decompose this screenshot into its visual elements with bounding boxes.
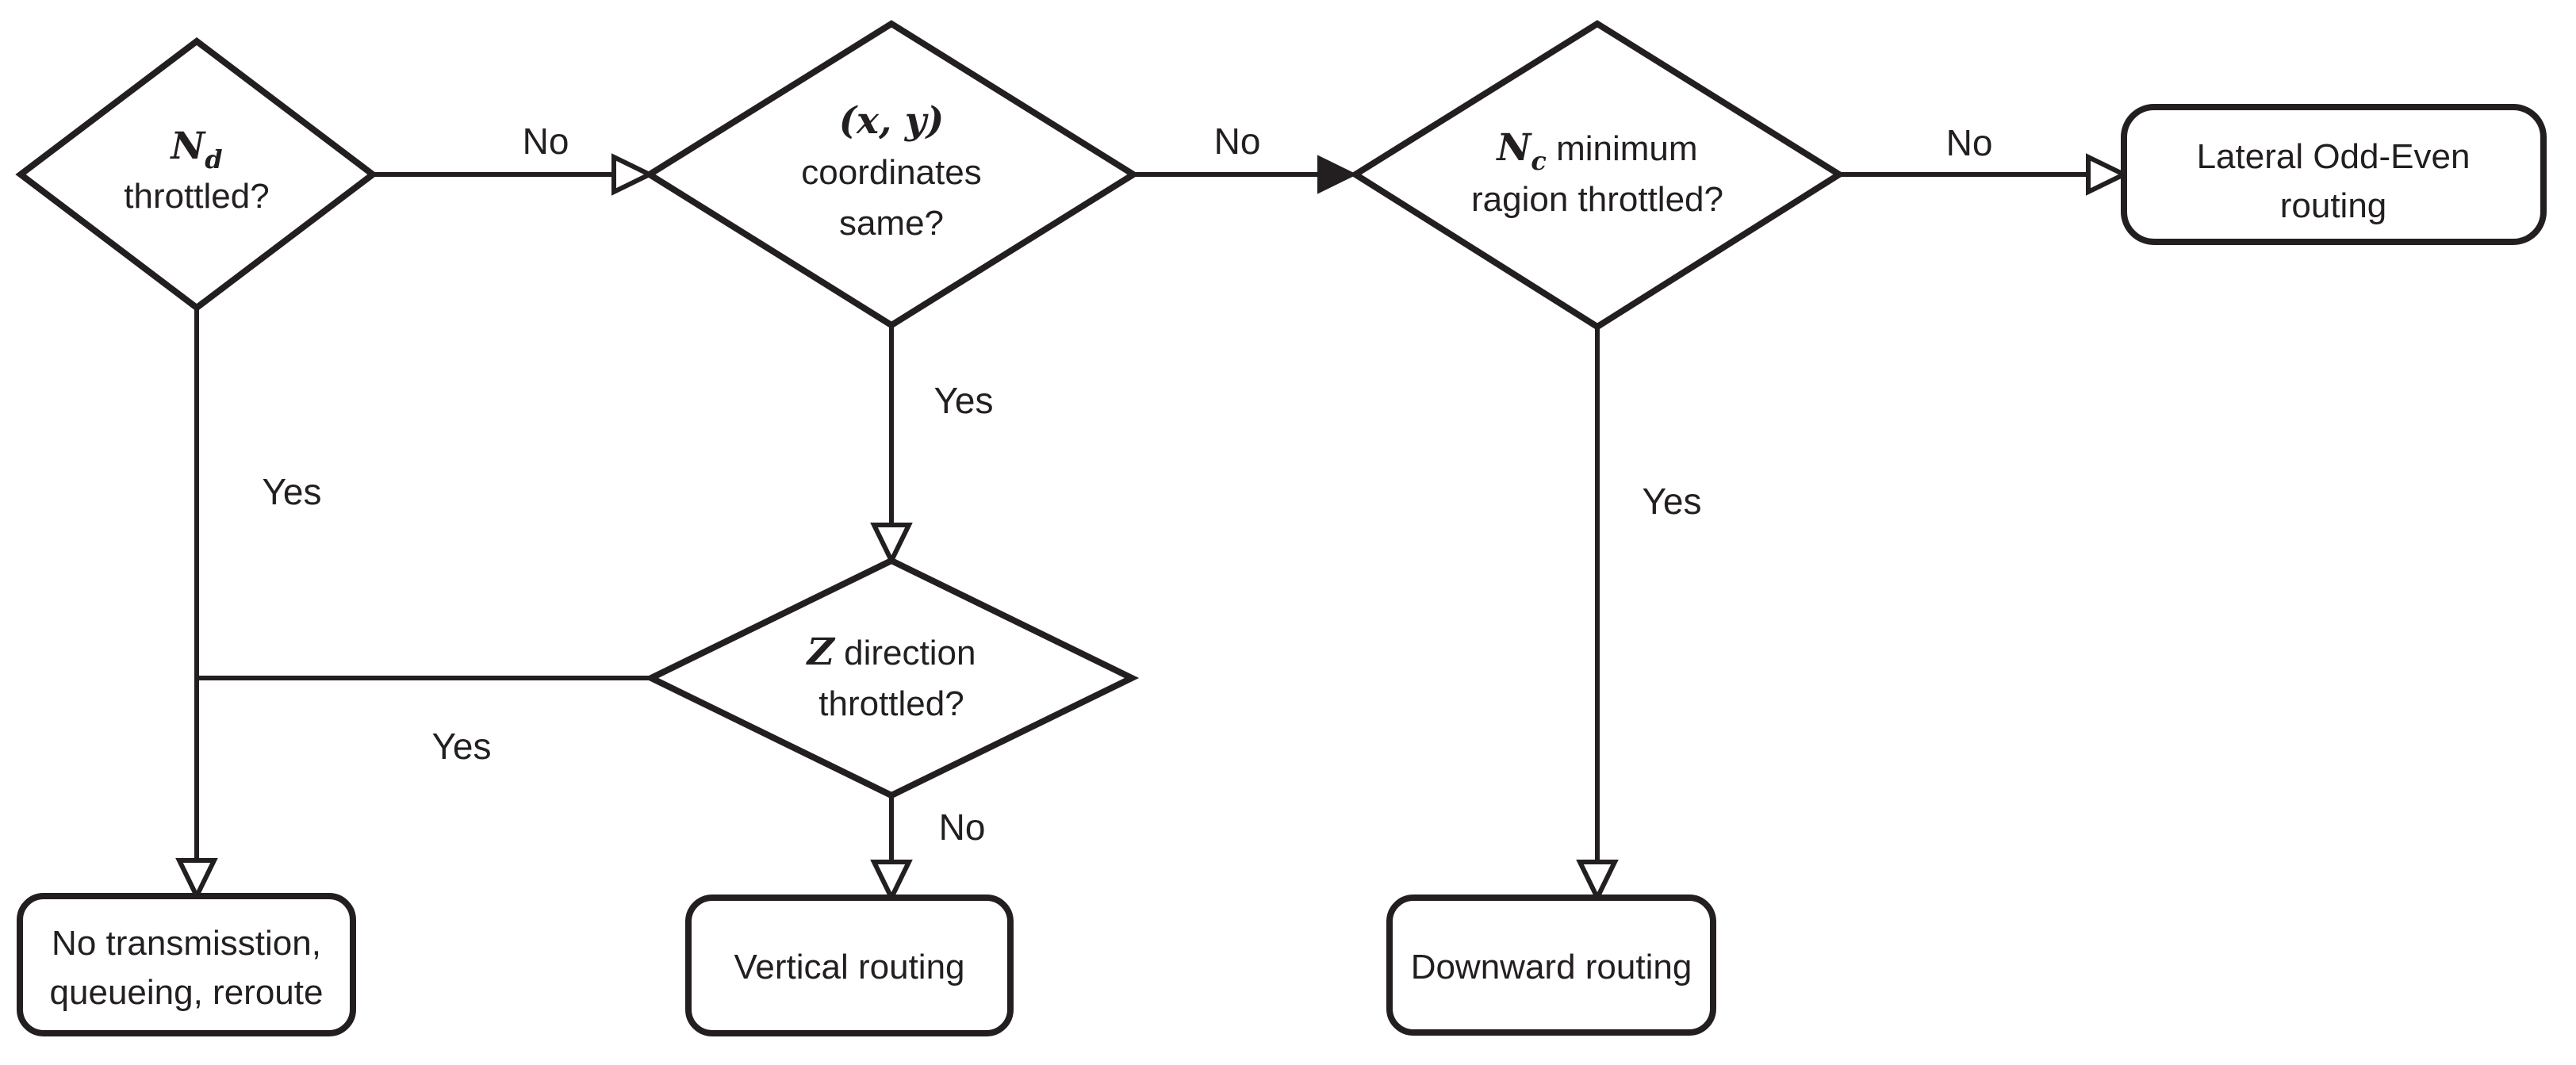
edge-label-no: No bbox=[1214, 121, 1261, 162]
edge-label-no: No bbox=[1946, 122, 1993, 163]
decision-nd-line2: throttled? bbox=[124, 177, 269, 216]
terminal-no-transmission-line2: queueing, reroute bbox=[50, 973, 324, 1012]
edge-label-no: No bbox=[523, 121, 569, 162]
edge-label-yes: Yes bbox=[431, 726, 491, 767]
arrowhead-right-open-icon bbox=[2086, 153, 2129, 196]
decision-xy-line1: (x, y) bbox=[839, 99, 945, 143]
edge-label-yes: Yes bbox=[1642, 481, 1701, 522]
arrowhead-down-open-icon bbox=[870, 860, 913, 903]
decision-xy-line2: coordinates bbox=[801, 153, 981, 192]
decision-z-line2: throttled? bbox=[818, 684, 964, 723]
terminal-lateral-odd-even bbox=[2121, 104, 2547, 245]
decision-xy-coordinates-same bbox=[643, 20, 1140, 329]
edges bbox=[175, 153, 2129, 903]
decision-nd-line1: Nd bbox=[169, 125, 222, 174]
terminal-lateral-odd-even-line2: routing bbox=[2280, 186, 2387, 225]
arrowhead-down-open-icon bbox=[870, 523, 913, 566]
terminal-vertical-routing bbox=[685, 895, 1014, 1036]
terminal-vertical-routing-label: Vertical routing bbox=[734, 948, 964, 986]
decision-xy-line3: same? bbox=[839, 204, 944, 243]
decision-z-line1: Z direction bbox=[806, 630, 976, 674]
decision-z-direction-throttled bbox=[643, 557, 1140, 799]
edge-labels: No No No Yes Yes Yes No Yes bbox=[262, 121, 1992, 848]
arrowhead-down-open-icon bbox=[1576, 860, 1619, 903]
decision-nc-line1: Nc minimum bbox=[1495, 126, 1697, 176]
terminal-nodes: No transmisstion, queueing, reroute Vert… bbox=[17, 104, 2547, 1036]
edge-label-no: No bbox=[939, 806, 986, 848]
arrowhead-down-open-icon bbox=[175, 858, 218, 902]
decision-nc-minimum-region-throttled bbox=[1349, 20, 1846, 331]
terminal-lateral-odd-even-line1: Lateral Odd-Even bbox=[2197, 137, 2471, 176]
edge-label-yes: Yes bbox=[933, 380, 993, 421]
terminal-downward-routing-label: Downward routing bbox=[1411, 948, 1692, 986]
decision-nc-line2: ragion throttled? bbox=[1471, 180, 1723, 219]
decision-nd-throttled bbox=[15, 36, 378, 312]
decision-nodes: Nd throttled? (x, y) coordinates same? N… bbox=[15, 20, 1846, 799]
terminal-downward-routing bbox=[1386, 895, 1716, 1036]
arrowhead-right-filled-icon bbox=[1317, 155, 1358, 194]
arrowhead-right-open-icon bbox=[611, 153, 655, 196]
terminal-no-transmission-line1: No transmisstion, bbox=[52, 924, 321, 963]
terminal-no-transmission bbox=[17, 893, 356, 1036]
edge-label-yes: Yes bbox=[262, 471, 321, 512]
